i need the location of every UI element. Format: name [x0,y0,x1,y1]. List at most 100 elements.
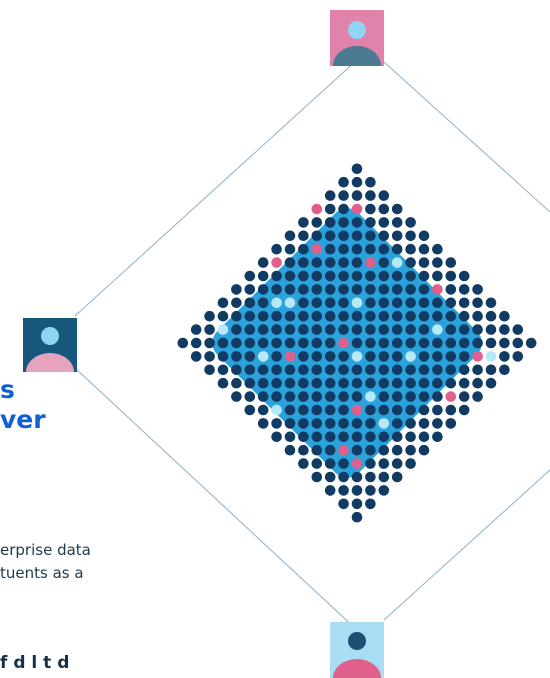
grid-dot [257,351,269,362]
grid-dot [351,297,363,309]
grid-dot [499,351,510,362]
grid-dot [365,431,376,443]
grid-dot [338,190,349,201]
grid-dot [351,163,363,175]
grid-dot [378,324,390,335]
grid-dot [378,377,390,389]
grid-dot [445,404,457,416]
grid-dot [284,243,296,255]
grid-dot [244,377,256,389]
grid-dot [378,270,390,282]
grid-dot [418,337,430,349]
grid-dot [391,324,403,335]
person-icon-left [23,318,77,372]
grid-dot [217,337,229,349]
grid-dot [351,203,363,215]
grid-dot [365,458,376,469]
grid-dot [324,284,336,295]
grid-dot [271,431,282,443]
grid-dot [418,404,430,416]
grid-dot [378,203,390,215]
grid-dot [351,471,363,483]
grid-dot [351,404,363,416]
grid-dot [365,337,376,349]
grid-dot [405,351,416,362]
grid-dot [351,364,363,376]
grid-dot [525,337,537,349]
grid-dot [338,364,349,376]
grid-dot [365,243,376,255]
grid-dot [391,203,403,215]
grid-dot [244,404,256,416]
grid-dot [217,377,229,389]
grid-dot [445,351,457,362]
grid-dot [365,364,376,376]
grid-dot [499,364,510,376]
grid-dot [432,297,443,309]
grid-dot [257,391,269,402]
grid-dot [271,351,282,362]
grid-dot [244,351,256,362]
grid-dot [351,243,363,255]
grid-dot [405,337,416,349]
grid-dot [284,444,296,456]
grid-dot [298,230,309,242]
grid-dot [324,257,336,268]
grid-dot [391,297,403,309]
grid-dot [324,364,336,376]
grid-dot [378,471,390,483]
grid-dot [445,337,457,349]
grid-dot [365,176,376,188]
grid-dot [311,270,323,282]
grid-dot [271,377,282,389]
grid-dot [365,310,376,322]
grid-dot [324,324,336,335]
grid-dot [485,297,497,309]
grid-dot [485,351,497,362]
grid-dot [432,431,443,443]
grid-dot [499,310,510,322]
grid-dot [298,337,309,349]
grid-dot [405,243,416,255]
grid-dot [244,297,256,309]
grid-dot [324,310,336,322]
grid-dot [432,284,443,295]
grid-dot [311,471,323,483]
grid-dot [190,337,202,349]
grid-dot [271,404,282,416]
grid-dot [231,297,242,309]
grid-dot [485,377,497,389]
grid-dot [244,270,256,282]
grid-dot [432,377,443,389]
grid-dot [338,257,349,268]
grid-dot [458,270,470,282]
grid-dot [204,351,215,362]
grid-dot [458,351,470,362]
grid-dot [351,230,363,242]
grid-dot [391,404,403,416]
grid-dot [338,471,349,483]
grid-dot [324,391,336,402]
connector-line [74,59,358,317]
grid-dot [311,404,323,416]
grid-dot [338,284,349,295]
grid-dot [365,498,376,510]
grid-dot [338,458,349,469]
grid-dot [351,284,363,295]
description-line-2: tuents as a [0,564,84,582]
grid-dot [338,270,349,282]
grid-dot [311,310,323,322]
connector-lines [74,59,550,631]
grid-dot [418,230,430,242]
grid-dot [190,351,202,362]
grid-dot [445,391,457,402]
grid-dot [284,310,296,322]
grid-dot [217,351,229,362]
grid-dot [204,310,215,322]
grid-dot [324,418,336,429]
grid-dot [378,190,390,201]
grid-dot [405,431,416,443]
grid-dot [338,243,349,255]
grid-dot [445,324,457,335]
